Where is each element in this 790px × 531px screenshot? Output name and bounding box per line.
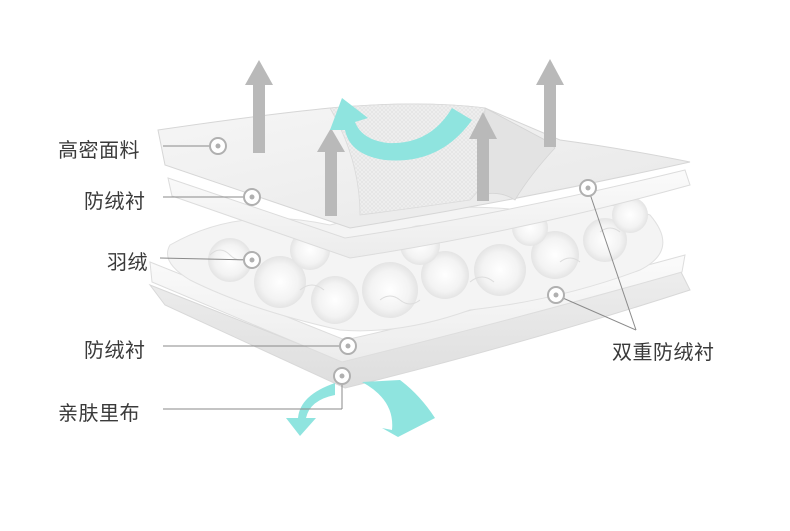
upper-down-proof-layer [167, 169, 691, 259]
label-down-proof-lining-lower: 防绒衬 [84, 338, 146, 362]
leader-lines [159, 145, 637, 410]
label-high-density-fabric: 高密面料 [58, 138, 140, 162]
label-down-proof-lining-upper: 防绒衬 [84, 189, 146, 213]
teal-airflow-arrow-icon [286, 380, 435, 437]
gray-up-arrow-icon [536, 59, 564, 147]
gray-up-arrow-icon [469, 112, 497, 201]
label-double-down-proof-lining: 双重防绒衬 [612, 340, 715, 364]
teal-airflow-arrow-icon [330, 98, 472, 161]
label-down: 羽绒 [107, 250, 148, 274]
gray-up-arrow-icon [317, 128, 345, 216]
gray-up-arrow-icon [245, 60, 273, 153]
label-skin-friendly-liner: 亲肤里布 [58, 401, 140, 425]
ring-marker-dot [215, 143, 591, 379]
